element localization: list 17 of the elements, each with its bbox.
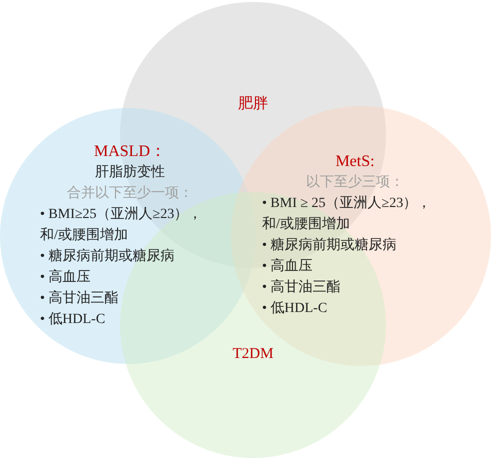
criterion-item: • 高甘油三酯 — [40, 289, 120, 308]
criterion-item: • BMI≥25（亚洲人≥23），和/或腰围增加 — [40, 206, 204, 245]
criterion-item: • 低HDL-C — [262, 300, 328, 318]
criteria-note: 合并以下至少一项： — [66, 184, 194, 203]
criterion-item: • 高血压 — [40, 268, 92, 287]
criterion-item: • 糖尿病前期或糖尿病 — [262, 236, 398, 255]
criteria-note: 以下至少三项： — [305, 174, 405, 192]
circle-title: T2DM — [232, 345, 274, 364]
criterion-item: • BMI ≥ 25（亚洲人≥23），和/或腰围增加 — [262, 194, 432, 234]
criterion-item: • 低HDL-C — [40, 311, 106, 329]
criterion-item: • 高血压 — [262, 257, 314, 276]
circle-title: MetS: — [334, 152, 376, 172]
circle-title: MASLD： — [92, 142, 167, 162]
criterion-item: • 糖尿病前期或糖尿病 — [40, 248, 176, 266]
criterion-item: • 高甘油三酯 — [262, 278, 342, 297]
subtitle: 肝脂肪变性 — [94, 163, 166, 182]
circle-title: 肥胖 — [237, 94, 269, 114]
